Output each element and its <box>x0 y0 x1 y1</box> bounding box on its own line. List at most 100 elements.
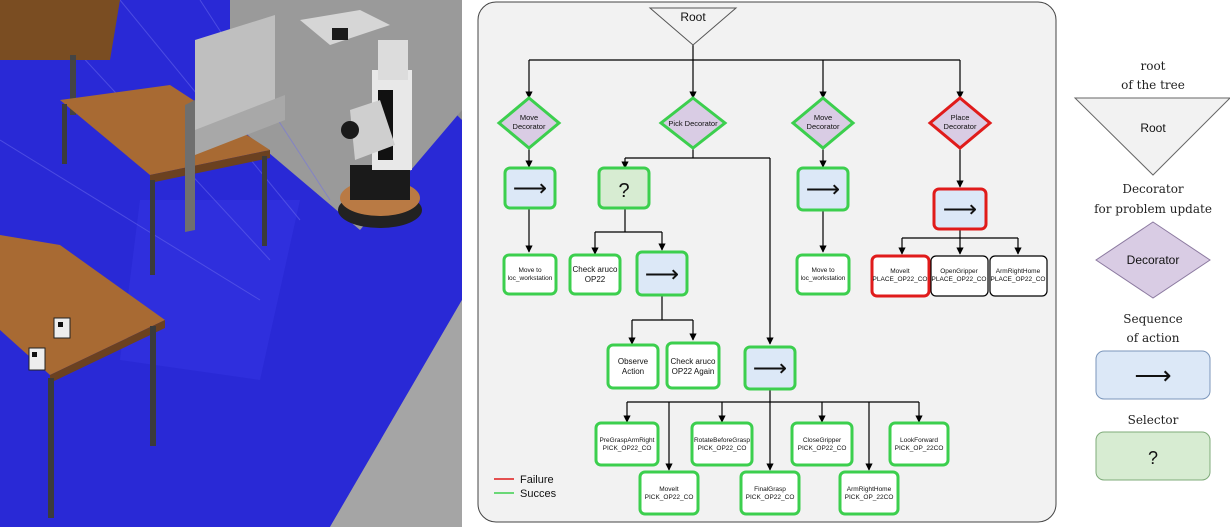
sequence-place-symbol: ⟶ <box>943 196 977 223</box>
text-line: FinalGrasp <box>754 486 786 493</box>
key-root-shape <box>1073 97 1230 176</box>
text-line: MoveIt <box>659 486 679 493</box>
decorator-pick-label: Pick Decorator <box>668 119 718 128</box>
text-line: Move to <box>811 267 835 274</box>
key-sequence-caption: Sequence of action <box>1123 312 1182 345</box>
text-line: LookForward <box>900 437 938 444</box>
key-root-label: Root <box>1140 121 1166 135</box>
text-line: Move <box>520 113 538 122</box>
sequence-move-2-symbol: ⟶ <box>806 176 840 203</box>
text-line: loc_workstation <box>801 275 846 282</box>
text-line: Move <box>814 113 832 122</box>
text-line: PICK_OP22_CO <box>603 445 652 452</box>
text-line: Move to <box>518 267 542 274</box>
selector-pick-symbol: ? <box>618 180 629 202</box>
floor-light-patch <box>120 200 300 380</box>
workstation-panel <box>185 15 285 232</box>
text-line: Sequence <box>1123 312 1182 326</box>
success-label: Succes <box>520 488 557 500</box>
sequence-check: ⟶ <box>635 250 689 297</box>
text-line: of the tree <box>1121 78 1185 92</box>
sequence-move-1: ⟶ <box>503 166 557 210</box>
text-line: Decorator <box>807 122 840 131</box>
decorator-pick: Pick Decorator <box>658 96 728 150</box>
text-line: Decorator <box>944 122 977 131</box>
text-line: PreGraspArmRight <box>600 437 655 444</box>
key-selector-shape <box>1095 431 1211 481</box>
sequence-grasp: ⟶ <box>743 345 797 391</box>
text-line: PICK_OP22_CO <box>698 445 747 452</box>
root-label: Root <box>680 10 706 24</box>
text-line: PLACE_OP22_CO <box>932 276 987 283</box>
robot-tiago <box>300 10 422 228</box>
sequence-place: ⟶ <box>932 187 988 231</box>
text-line: PICK_OP22_CO <box>645 494 694 501</box>
key-sequence-shape <box>1095 350 1211 400</box>
table-top-left <box>0 0 120 115</box>
text-line: of action <box>1127 331 1180 345</box>
text-line: PICK_OP22_CO <box>798 445 847 452</box>
text-line: Observe <box>618 357 649 366</box>
root-node: Root <box>648 7 738 46</box>
selector-pick: ? <box>597 166 651 210</box>
text-line: MoveIt <box>890 268 910 275</box>
failure-label: Failure <box>520 474 554 486</box>
text-line: PICK_OP_22CO <box>895 445 944 452</box>
text-line: CloseGripper <box>803 437 842 444</box>
table-center <box>60 85 270 275</box>
aruco-cubes <box>28 317 71 371</box>
text-line: Action <box>622 367 644 376</box>
grey-floor-right <box>330 300 462 527</box>
text-line: Decorator <box>513 122 546 131</box>
text-line: PLACE_OP22_CO <box>873 276 928 283</box>
text-line: ArmRightHome <box>996 268 1041 275</box>
text-line: Place <box>951 113 970 122</box>
key-selector-label: ? <box>1148 448 1158 468</box>
key-selector-caption: Selector <box>1128 413 1179 427</box>
text-line: OP22 Again <box>672 367 715 376</box>
text-line: PLACE_OP22_CO <box>991 276 1046 283</box>
key-decorator-label: Decorator <box>1127 253 1180 267</box>
text-line: RotateBeforeGrasp <box>694 437 750 444</box>
key-sequence-label: ⟶ <box>1134 360 1171 390</box>
text-line: ArmRightHome <box>847 486 892 493</box>
text-line: loc_workstation <box>508 275 553 282</box>
status-legend: Failure Succes <box>494 474 557 500</box>
text-line: Check aruco <box>573 265 618 274</box>
tree-panel <box>477 1 1057 523</box>
text-line: for problem update <box>1094 202 1212 216</box>
tree-edges <box>525 45 1022 471</box>
text-line: PICK_OP22_CO <box>746 494 795 501</box>
